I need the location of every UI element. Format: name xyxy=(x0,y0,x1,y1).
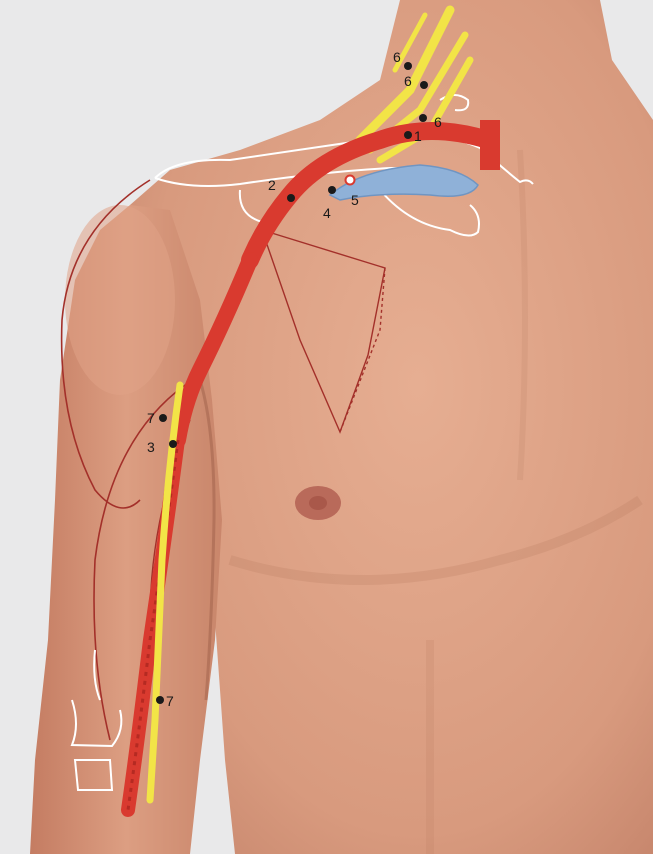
marker-dot-3 xyxy=(169,440,177,448)
marker-dot-6b xyxy=(420,81,428,89)
marker-label-7b: 7 xyxy=(166,693,174,709)
marker-dot-1 xyxy=(404,131,412,139)
marker-label-4: 4 xyxy=(323,205,331,221)
marker-label-2: 2 xyxy=(268,177,276,193)
shoulder-highlight xyxy=(65,205,175,395)
marker-label-1: 1 xyxy=(414,128,422,144)
marker-label-3: 3 xyxy=(147,439,155,455)
marker-dot-7b xyxy=(156,696,164,704)
marker-label-6b: 6 xyxy=(404,73,412,89)
marker-dot-6a xyxy=(404,62,412,70)
marker-dot-6c xyxy=(419,114,427,122)
marker-label-6c: 6 xyxy=(434,114,442,130)
nipple-center xyxy=(309,496,327,510)
marker-label-6a: 6 xyxy=(393,49,401,65)
marker-label-5: 5 xyxy=(351,192,359,208)
aortic-branch xyxy=(480,120,500,170)
marker-dot-2 xyxy=(287,194,295,202)
marker-dot-5 xyxy=(346,176,355,185)
marker-dot-7a xyxy=(159,414,167,422)
marker-dot-4 xyxy=(328,186,336,194)
marker-label-7a: 7 xyxy=(147,410,155,426)
